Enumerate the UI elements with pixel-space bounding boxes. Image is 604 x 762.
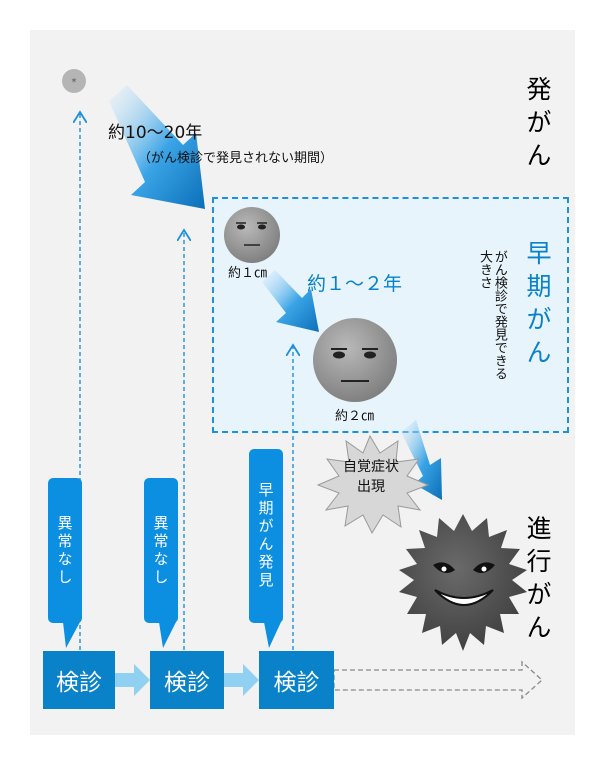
checkup-flow-arrow-2 xyxy=(224,664,259,696)
symptom-burst-icon xyxy=(316,434,430,535)
period-long-note: （がん検診で発見されない期間） xyxy=(138,151,334,166)
tag-tail-3 xyxy=(264,622,281,648)
period-long-title: 約10〜20年 xyxy=(108,123,203,143)
svg-text:*: * xyxy=(72,77,77,88)
checkup-box-3: 検診 xyxy=(259,651,334,709)
growth-arrow-advanced xyxy=(401,420,442,500)
stage-advanced-label: 進行がん xyxy=(523,515,552,647)
onset-cell-icon: * xyxy=(62,69,86,93)
cancer-2cm-icon xyxy=(313,318,397,402)
size-1cm-label: 約１㎝ xyxy=(228,266,268,281)
result-tag-1: 異常なし xyxy=(48,478,82,623)
symptom-label: 自覚症状 出現 xyxy=(336,457,406,498)
size-2cm-label: 約２㎝ xyxy=(335,409,375,424)
result-tag-2: 異常なし xyxy=(144,478,178,623)
stage-early-label: 早期がん xyxy=(523,240,552,372)
symptom-label-line1: 自覚症状 xyxy=(343,459,399,475)
advanced-cancer-icon xyxy=(399,514,527,651)
tag-tail-2 xyxy=(159,622,176,648)
checkup-box-2: 検診 xyxy=(150,651,224,709)
tag-tail-1 xyxy=(63,622,80,648)
detectable-size-note: がん検診で発見できる大きさ xyxy=(476,250,507,380)
stage-onset-label: 発がん xyxy=(523,76,552,175)
future-dashed-arrow xyxy=(333,660,543,700)
checkup-flow-arrow-1 xyxy=(115,664,150,696)
checkup-box-1: 検診 xyxy=(43,651,115,709)
period-short-label: 約１〜２年 xyxy=(307,273,403,295)
cancer-1cm-icon xyxy=(224,207,280,263)
growth-arrow-short xyxy=(262,270,319,332)
symptom-label-line2: 出現 xyxy=(357,479,385,496)
result-tag-3: 早期がん発見 xyxy=(249,449,283,623)
growth-arrow-long xyxy=(109,85,205,209)
